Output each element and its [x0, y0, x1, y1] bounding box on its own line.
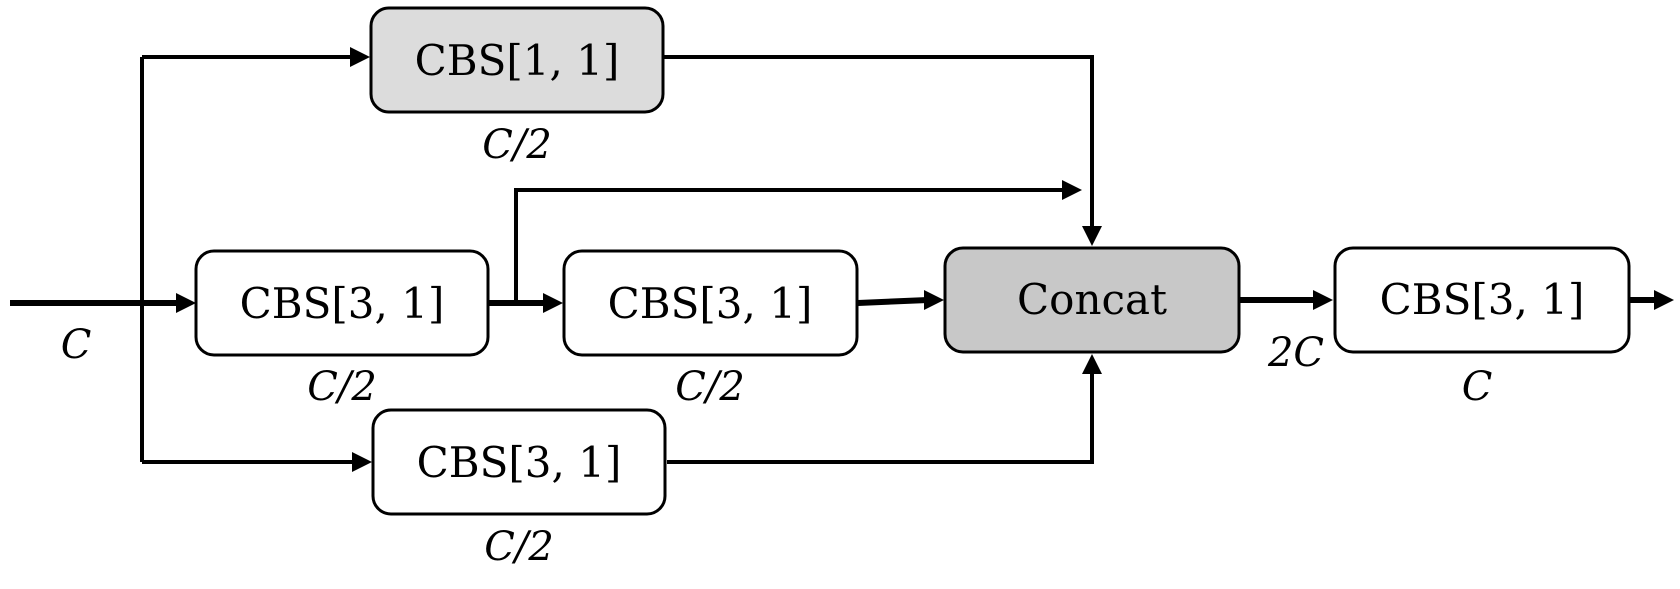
input-arrowhead — [176, 293, 196, 313]
mid2-arrowhead — [543, 293, 563, 313]
cbs-mid2-channels: C/2 — [675, 364, 745, 410]
out-cbs-arrowhead — [1313, 290, 1333, 310]
concat-bottom-arrowhead — [1082, 354, 1102, 374]
cbs-mid1-box — [194, 249, 490, 357]
cbs-out-label: CBS[3, 1] — [1380, 275, 1585, 324]
cbs-mid1-label: CBS[3, 1] — [240, 279, 445, 328]
concat-channels: 2C — [1267, 330, 1324, 376]
concat-top-arrowhead — [1082, 226, 1102, 246]
cbs-bottom-label: CBS[3, 1] — [417, 438, 622, 487]
cbs-out-channels: C — [1462, 364, 1493, 410]
edge-top-to-concat — [664, 55, 1094, 228]
cbs-out-box — [1333, 246, 1631, 354]
output-arrowhead — [1654, 290, 1674, 310]
top-cbs-arrowhead — [350, 47, 370, 67]
cbs-mid2-box — [562, 249, 859, 357]
concat-left-arrowhead — [924, 290, 944, 310]
cbs-top-label: CBS[1, 1] — [415, 36, 620, 85]
skip-arrowhead — [1062, 180, 1082, 200]
bottom-cbs-arrowhead — [352, 452, 372, 472]
cbs-top-box — [369, 6, 665, 114]
edge-mid2-to-concat — [857, 297, 929, 306]
concat-label: Concat — [1017, 275, 1167, 324]
cbs-bottom-box — [371, 408, 667, 516]
edge-bottom-to-concat — [667, 372, 1094, 464]
cbs-mid1-channels: C/2 — [307, 364, 377, 410]
skip-edge — [514, 188, 1065, 303]
cbs-bottom-channels: C/2 — [484, 524, 554, 570]
concat-box — [943, 246, 1241, 354]
cbs-mid2-label: CBS[3, 1] — [608, 279, 813, 328]
cbs-top-channels: C/2 — [482, 122, 552, 168]
input-channels: C — [61, 322, 92, 368]
